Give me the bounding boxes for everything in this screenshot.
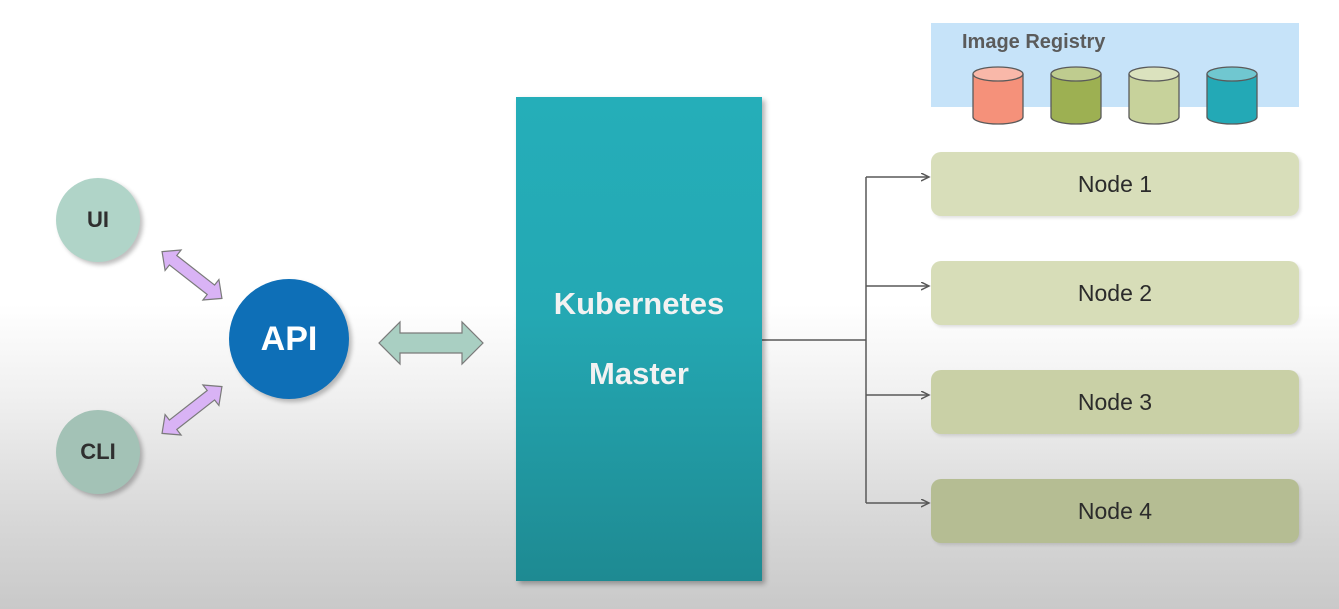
cli-api-arrow <box>161 384 223 436</box>
node-3-label: Node 3 <box>1077 388 1153 415</box>
api-server[interactable]: API <box>229 279 349 399</box>
node-3[interactable]: Node 3 <box>931 370 1299 434</box>
kubernetes-master[interactable]: Kubernetes Master <box>516 97 762 581</box>
registry-images <box>972 66 1258 125</box>
api-server-label: API <box>260 319 318 358</box>
container-image-icon <box>1128 66 1180 125</box>
ui-client-label: UI <box>87 207 109 232</box>
node-4-label: Node 4 <box>1077 497 1153 524</box>
cli-client-label: CLI <box>80 439 116 464</box>
node-2[interactable]: Node 2 <box>931 261 1299 325</box>
node-4[interactable]: Node 4 <box>931 479 1299 543</box>
master-node-tree <box>762 177 929 503</box>
node-1-label: Node 1 <box>1077 170 1153 197</box>
image-registry-label: Image Registry <box>962 31 1106 53</box>
master-label-line1: Kubernetes <box>553 286 725 321</box>
master-label-line2: Master <box>589 356 689 391</box>
container-image-icon <box>1050 66 1102 125</box>
ui-client[interactable]: UI <box>56 178 140 262</box>
api-master-arrow <box>378 320 484 366</box>
node-2-label: Node 2 <box>1077 279 1153 306</box>
container-image-icon <box>972 66 1024 125</box>
ui-api-arrow <box>161 249 223 301</box>
node-1[interactable]: Node 1 <box>931 152 1299 216</box>
cli-client[interactable]: CLI <box>56 410 140 494</box>
container-image-icon <box>1206 66 1258 125</box>
